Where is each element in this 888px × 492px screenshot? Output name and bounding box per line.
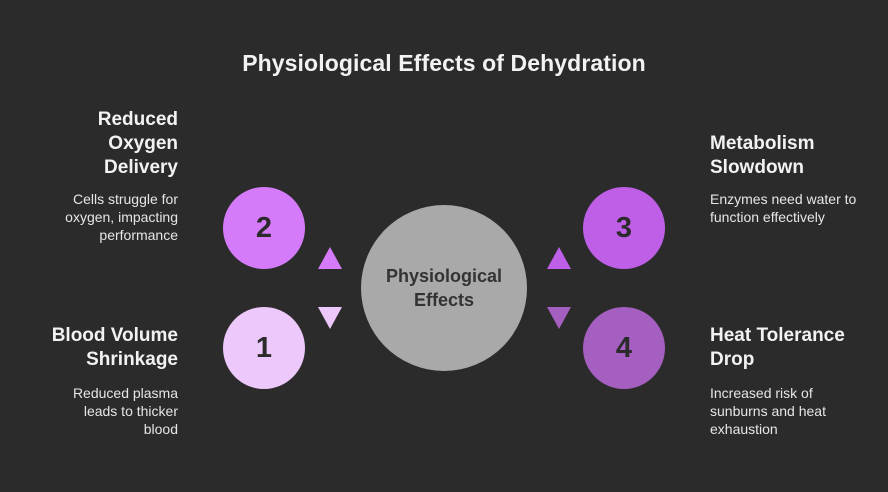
effect-3-heading: Metabolism Slowdown: [710, 133, 815, 178]
arrow-up-left-icon: [318, 247, 342, 269]
arrow-up-right-icon: [547, 247, 571, 269]
effect-1-description: Reduced plasma leads to thicker blood: [72, 385, 178, 437]
effect-1-heading: Blood Volume Shrinkage: [51, 325, 178, 370]
arrow-down-left-icon: [318, 307, 342, 329]
effect-3-badge: 3: [583, 187, 665, 269]
center-label-line2: Effects: [413, 290, 474, 310]
effect-2-number: 2: [255, 211, 273, 244]
effect-3-text: Metabolism Slowdown Enzymes need water t…: [710, 132, 860, 226]
effect-2-text: Reduced Oxygen Delivery Cells struggle f…: [28, 108, 178, 244]
effect-4-description: Increased risk of sunburns and heat exha…: [710, 385, 826, 437]
effect-3-number: 3: [615, 211, 633, 244]
effect-4-heading: Heat Tolerance Drop: [710, 325, 845, 370]
effect-1-text: Blood Volume Shrinkage Reduced plasma le…: [28, 324, 178, 438]
effect-1-number: 1: [255, 331, 273, 364]
center-hub: Physiological Effects: [361, 205, 527, 371]
effect-4-text: Heat Tolerance Drop Increased risk of su…: [710, 324, 860, 438]
effect-1-badge: 1: [223, 307, 305, 389]
effect-3-description: Enzymes need water to function effective…: [710, 191, 857, 225]
arrow-down-right-icon: [547, 307, 571, 329]
effect-4-badge: 4: [583, 307, 665, 389]
effect-2-badge: 2: [223, 187, 305, 269]
center-label-line1: Physiological: [385, 266, 503, 286]
effect-2-description: Cells struggle for oxygen, impacting per…: [65, 191, 178, 243]
diagram-title: Physiological Effects of Dehydration: [242, 50, 646, 76]
effect-4-number: 4: [615, 331, 633, 364]
effect-2-heading: Reduced Oxygen Delivery: [97, 109, 178, 178]
